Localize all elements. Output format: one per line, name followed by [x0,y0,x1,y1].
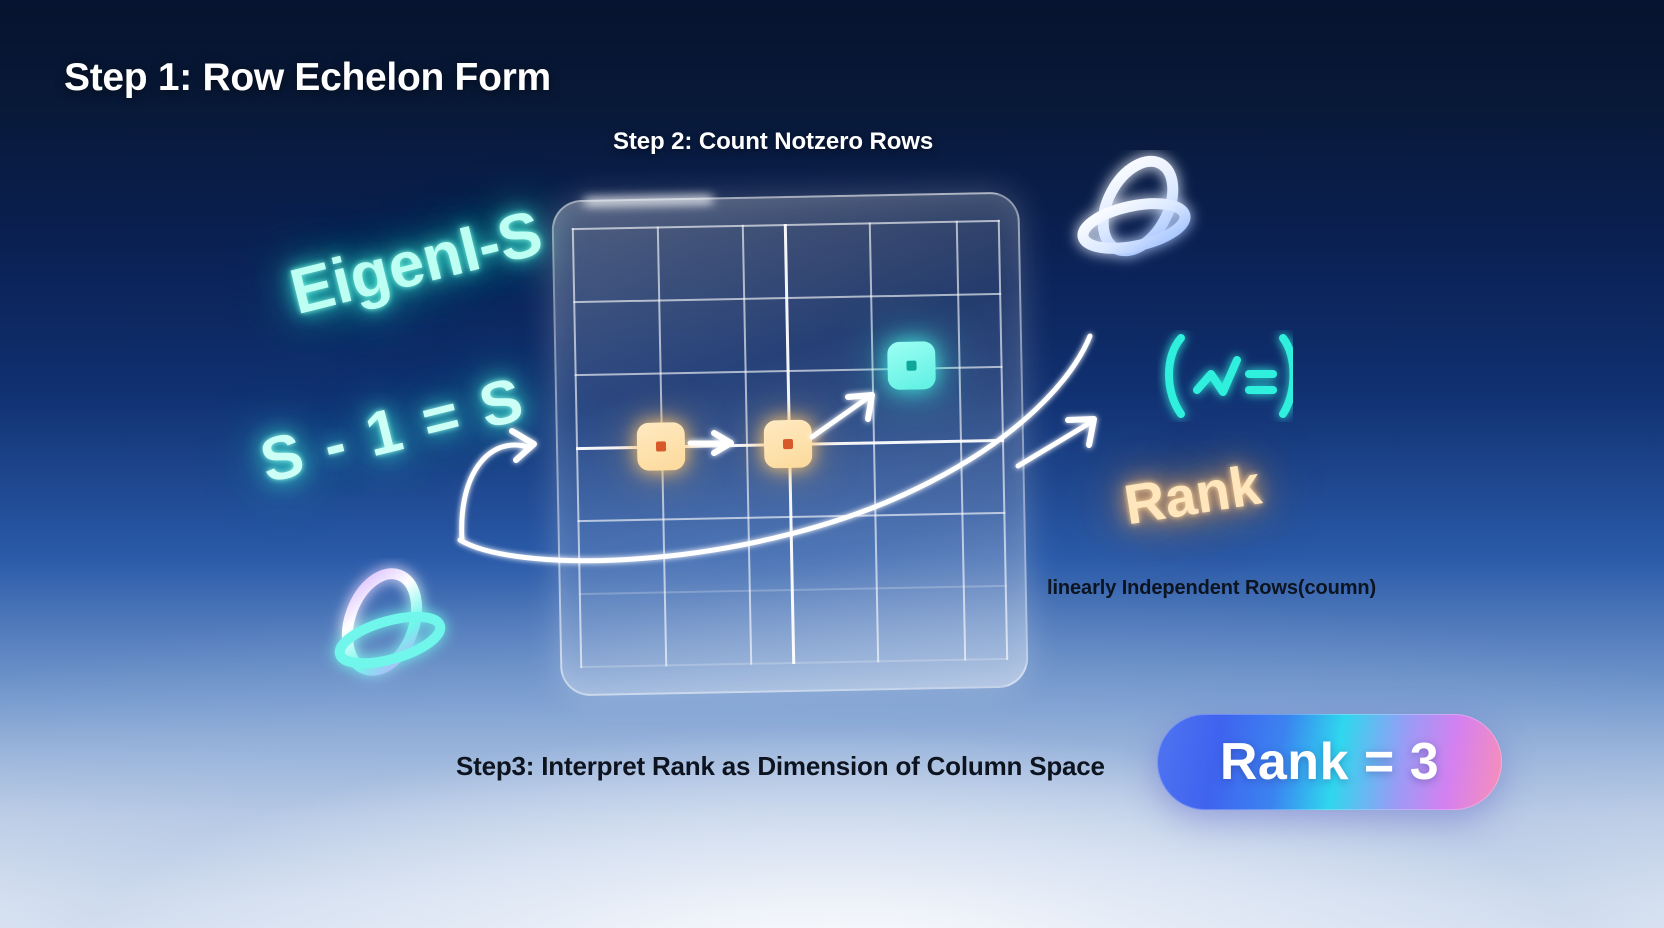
matrix-grid [571,219,1009,669]
orbit-ring-icon-top-right [1062,150,1212,280]
rank-result-text: Rank = 3 [1219,733,1440,791]
linear-independence-note: linearly Independent Rows(coumn) [1047,577,1377,599]
pivot-dot [906,360,917,371]
step3-heading: Step3: Interpret Rank as Dimension of Co… [456,751,1105,781]
rank-label: Rank [1119,452,1266,537]
pivot-cell-amber-2[interactable] [763,419,813,469]
arrow-sweep-head [1015,416,1097,469]
bracket-wave-equals-icon [1157,330,1298,422]
eigen-label: EigenI-S [283,196,549,328]
pivot-cell-amber-1[interactable] [636,422,686,471]
pivot-dot [782,438,794,450]
rank-result-badge[interactable]: Rank = 3 [1157,714,1502,810]
page-title: Step 1: Row Echelon Form [64,56,551,99]
identity-label: S - 1 = S [253,364,533,497]
step2-heading: Step 2: Count Notzero Rows [613,128,934,155]
pivot-dot [655,441,667,452]
orbit-ring-icon-bottom-left [318,558,468,693]
arrow-curve-left-in [459,428,537,543]
pivot-cell-cyan[interactable] [887,341,936,391]
